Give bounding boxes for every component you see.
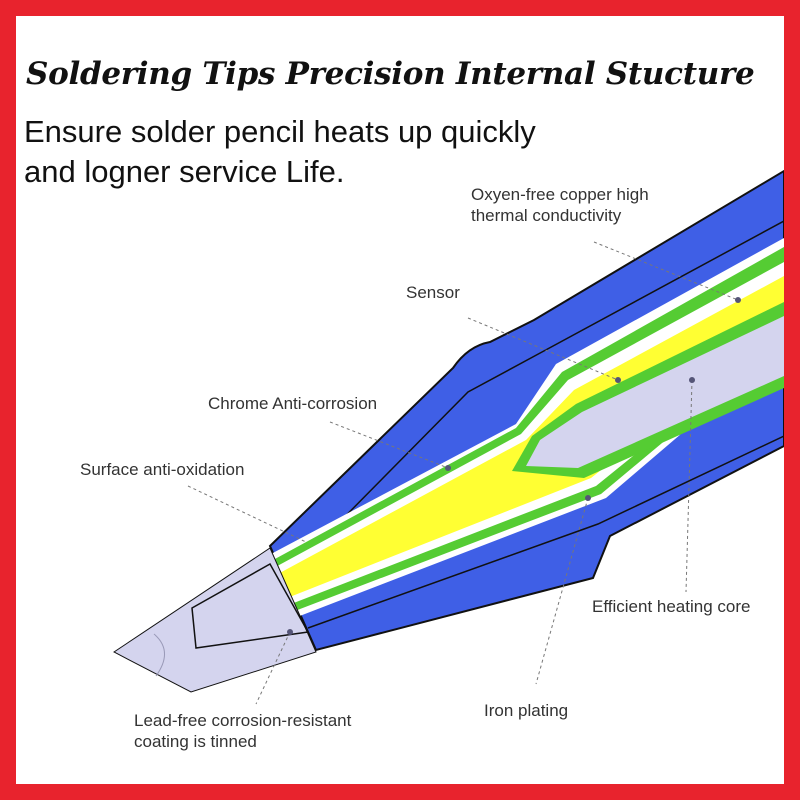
dot-chrome — [445, 465, 451, 471]
label-sensor: Sensor — [406, 283, 460, 302]
subtitle-line-2: and logner service Life. — [24, 154, 345, 189]
label-oxygen-free-line-1: Oxyen-free copper high — [471, 185, 649, 204]
label-efficient-heating-core: Efficient heating core — [592, 597, 751, 616]
tip-curve — [153, 633, 165, 677]
dot-oxygen-free — [735, 297, 741, 303]
label-lead-free-coating: Lead-free corrosion-resistant coating is… — [134, 710, 351, 752]
label-iron-plating: Iron plating — [484, 701, 569, 720]
inner-shell-outline — [305, 220, 784, 629]
page-title: Soldering Tips Precision Internal Stuctu… — [26, 56, 755, 92]
dot-heating-core — [689, 377, 695, 383]
leader-surface — [187, 485, 307, 543]
tip-inner-outline — [191, 562, 310, 649]
label-lead-free-line-1: Lead-free corrosion-resistant — [134, 711, 352, 730]
leader-iron-plating — [535, 497, 589, 685]
leader-lines — [187, 241, 739, 705]
leader-dots — [287, 297, 741, 635]
subtitle-line-1: Ensure solder pencil heats up quickly — [24, 114, 536, 149]
page-subtitle: Ensure solder pencil heats up quickly an… — [24, 112, 644, 192]
label-oxygen-free-copper: Oxyen-free copper high thermal conductiv… — [471, 184, 649, 226]
leader-lead-free — [255, 631, 291, 705]
heating-core — [526, 316, 784, 468]
diagram-canvas: Soldering Tips Precision Internal Stuctu… — [16, 16, 784, 784]
label-oxygen-free-line-2: thermal conductivity — [471, 206, 622, 225]
dot-iron-plating — [585, 495, 591, 501]
label-surface-anti-oxidation: Surface anti-oxidation — [80, 460, 245, 479]
label-chrome-anti-corrosion: Chrome Anti-corrosion — [208, 394, 378, 413]
leader-heating-core — [685, 379, 693, 593]
dot-lead-free — [287, 629, 293, 635]
label-lead-free-line-2: coating is tinned — [134, 732, 257, 751]
leader-oxygen-free — [593, 241, 739, 301]
dot-sensor — [615, 377, 621, 383]
copper-core — [200, 276, 784, 632]
soldering-tip-diagram — [113, 169, 784, 705]
